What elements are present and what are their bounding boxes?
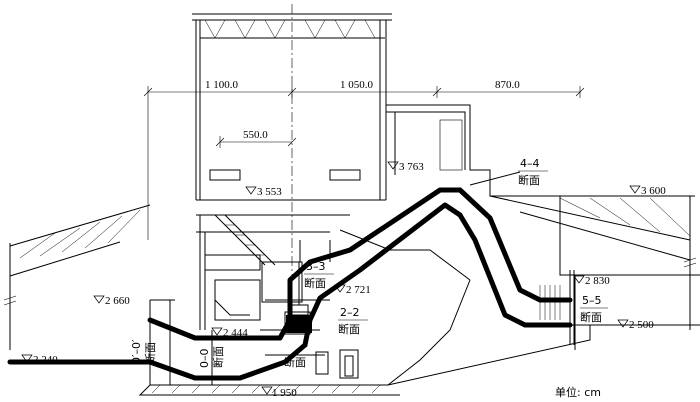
elevation-3553: 3 553 [257,186,282,198]
left-ground-slope [3,204,151,350]
section-0p-0p-caption: 断面 [143,342,157,364]
section-2-2-label: 2–2 [340,306,360,319]
section-0-0-label: 0–0 [198,349,211,369]
elevation-2500: 2 500 [629,319,654,331]
elevation-2444: 2 444 [223,327,248,339]
section-4-4-caption: 断面 [518,173,540,187]
unit-note: 单位: cm [555,385,601,399]
dim-550: 550.0 [243,129,268,141]
elevation-1950: 1 950 [272,387,297,399]
substructure [199,214,359,379]
elevation-3600: 3 600 [641,185,666,197]
elevation-2240: 2 240 [33,354,58,366]
powerhouse-building [192,4,490,330]
section-5-5-caption: 断面 [580,310,602,324]
right-ground-slope [489,195,697,330]
section-1-1-caption: 断面 [284,355,306,369]
section-3-3-label: 3–3 [306,260,326,273]
section-cuts [169,171,576,385]
section-4-4-label: 4–4 [520,157,540,170]
section-5-5-label: 5–5 [582,294,602,307]
elevation-2721: 2 721 [346,284,371,296]
dimension-lines [143,86,585,240]
elevation-3763: 3 763 [399,161,424,173]
section-2-2-caption: 断面 [338,322,360,336]
section-3-3-caption: 断面 [304,276,326,290]
elevation-2830: 2 830 [585,275,610,287]
turbine-unit [286,262,312,333]
section-0p-0p-label: 0′–0′ [130,339,143,364]
foundation [138,169,700,396]
elevation-2660: 2 660 [105,295,130,307]
section-0-0-caption: 断面 [211,346,225,368]
dim-1050: 1 050.0 [340,79,374,91]
dim-870: 870.0 [495,79,520,91]
dim-1100: 1 100.0 [205,79,239,91]
elevation-markers [21,161,641,395]
